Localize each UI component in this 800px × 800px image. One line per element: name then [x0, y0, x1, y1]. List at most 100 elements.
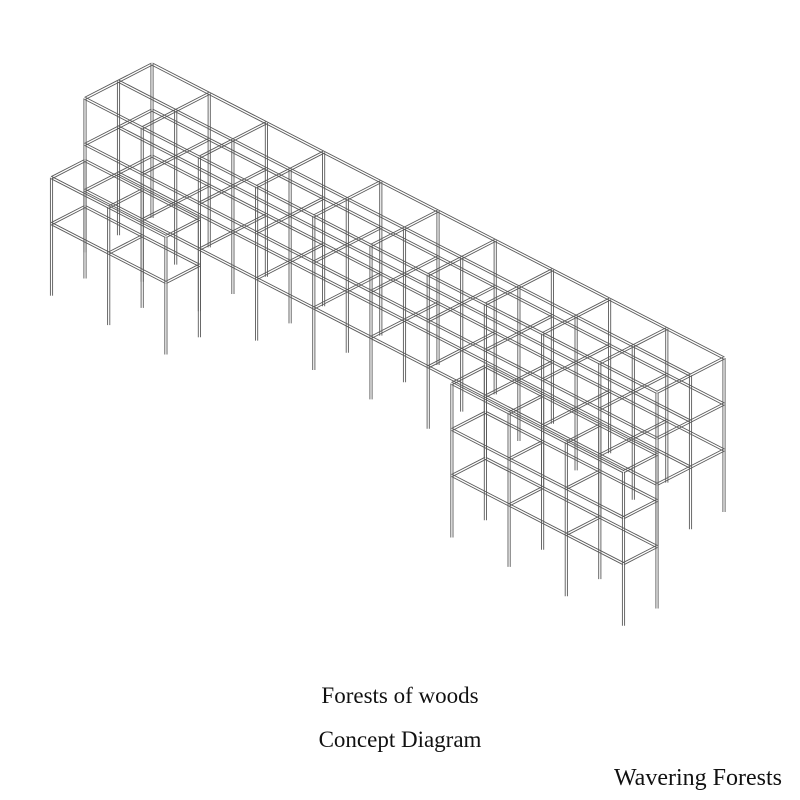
- beam-cross-159: [165, 217, 200, 236]
- frame-members: [49, 62, 726, 626]
- beam-long-207: [484, 458, 657, 548]
- beam-cross-38: [199, 169, 268, 205]
- beam-long-185: [451, 384, 624, 474]
- beam-cross-46: [428, 286, 496, 323]
- beam-cross-82: [657, 450, 725, 486]
- beam-cross-7: [84, 62, 152, 98]
- beam-cross-16: [371, 211, 439, 247]
- beam-long-56: [152, 154, 725, 450]
- beam-long-60: [85, 188, 658, 484]
- beam-long-182: [485, 364, 658, 454]
- beam-cross-62: [85, 156, 153, 192]
- beam-long-31: [117, 127, 691, 423]
- beam-long-160: [85, 205, 201, 265]
- beam-long-183: [484, 366, 657, 456]
- diagram-title: Forests of woods: [321, 683, 479, 708]
- beam-long-153: [50, 178, 166, 238]
- beam-cross-40: [256, 198, 325, 235]
- beam-long-195: [484, 412, 657, 502]
- beam-cross-54: [657, 404, 725, 440]
- beam-cross-199: [451, 410, 486, 429]
- beam-cross-44: [371, 257, 439, 293]
- beam-cross-26: [657, 358, 725, 394]
- beam-cross-200: [509, 442, 544, 461]
- beam-cross-48: [485, 316, 554, 352]
- beam-long-57: [151, 156, 724, 452]
- beam-cross-186: [452, 366, 487, 385]
- beam-long-162: [51, 222, 167, 282]
- beam-cross-211: [451, 456, 486, 475]
- beam-long-206: [485, 456, 658, 546]
- beam-cross-205: [622, 499, 657, 518]
- beam-cross-20: [485, 270, 554, 306]
- beam-cross-203: [565, 469, 600, 488]
- beam-cross-193: [622, 453, 657, 472]
- beam-cross-217: [622, 545, 657, 564]
- beam-long-208: [452, 474, 625, 564]
- beam-long-28: [152, 108, 725, 404]
- beam-cross-166: [108, 236, 143, 255]
- beam-long-152: [51, 176, 167, 236]
- beam-cross-212: [509, 488, 544, 507]
- beam-cross-204: [623, 501, 658, 520]
- beam-cross-83: [656, 448, 724, 484]
- project-name: Wavering Forests: [613, 765, 782, 791]
- beam-long-30: [118, 125, 692, 421]
- beam-long-150: [85, 159, 201, 219]
- beam-long-0: [152, 62, 725, 358]
- beam-cross-6: [85, 64, 153, 100]
- beam-cross-189: [508, 394, 543, 413]
- beam-cross-24: [600, 329, 668, 365]
- beam-long-2: [118, 79, 692, 375]
- beam-cross-34: [85, 110, 153, 146]
- beam-cross-27: [656, 356, 724, 392]
- beam-cross-155: [50, 159, 85, 178]
- beam-cross-10: [199, 123, 268, 159]
- beam-cross-216: [623, 547, 658, 566]
- beam-long-194: [485, 410, 658, 500]
- beam-cross-164: [51, 207, 86, 226]
- beam-cross-192: [623, 455, 658, 474]
- beam-long-196: [452, 428, 625, 518]
- beam-long-61: [84, 190, 657, 486]
- beam-cross-168: [166, 265, 201, 284]
- beam-long-3: [117, 81, 691, 377]
- beam-long-209: [451, 476, 624, 566]
- beam-cross-18: [428, 240, 496, 277]
- beam-long-151: [84, 161, 200, 221]
- beam-long-161: [84, 207, 200, 267]
- beam-cross-52: [600, 375, 668, 411]
- beam-cross-169: [165, 263, 200, 282]
- beam-long-29: [151, 110, 724, 406]
- beam-cross-158: [166, 219, 201, 238]
- beam-cross-35: [84, 108, 152, 144]
- beam-cross-165: [50, 205, 85, 224]
- beam-long-184: [452, 382, 625, 472]
- beam-cross-167: [107, 234, 142, 253]
- beam-cross-12: [256, 152, 325, 189]
- beam-cross-42: [314, 228, 382, 264]
- beam-cross-201: [508, 440, 543, 459]
- beam-cross-50: [542, 345, 611, 382]
- beam-cross-187: [451, 364, 486, 383]
- beam-cross-213: [508, 486, 543, 505]
- beam-cross-198: [452, 412, 487, 431]
- beam-cross-55: [656, 402, 724, 438]
- beam-long-1: [151, 64, 724, 360]
- beam-long-58: [118, 171, 692, 467]
- beam-cross-156: [108, 190, 143, 209]
- beam-long-197: [451, 430, 624, 520]
- beam-cross-215: [565, 515, 600, 534]
- beam-long-59: [117, 173, 691, 469]
- beam-cross-22: [542, 299, 611, 336]
- beam-cross-63: [84, 154, 152, 190]
- beam-cross-14: [314, 182, 382, 218]
- beam-cross-36: [142, 139, 210, 176]
- beam-long-33: [84, 144, 657, 440]
- beam-long-5: [84, 98, 657, 394]
- beam-long-32: [85, 142, 658, 438]
- beam-cross-157: [107, 188, 142, 207]
- beam-cross-154: [51, 161, 86, 180]
